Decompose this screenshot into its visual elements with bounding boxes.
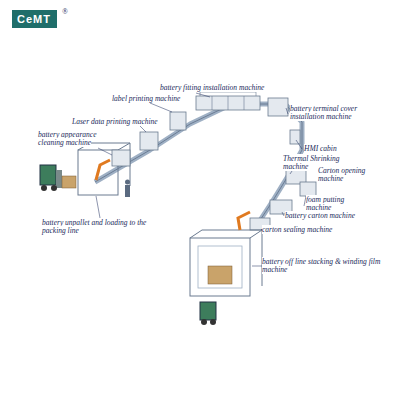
machine-label: Laser data printing machine — [72, 118, 158, 126]
machine-label: battery fitting installation machine — [160, 84, 264, 92]
label-text: battery unpallet and loading to the pack… — [42, 218, 146, 235]
label-text: Laser data printing machine — [72, 117, 158, 126]
machine-label: Carton opening machine — [318, 167, 372, 183]
logo-text: CeMT — [17, 13, 52, 25]
machine-label: battery unpallet and loading to the pack… — [42, 219, 154, 235]
label-text: carton sealing machine — [262, 225, 332, 234]
label-text: battery fitting installation machine — [160, 83, 264, 92]
label-text: label printing machine — [112, 94, 180, 103]
label-text: battery off line stacking & winding film… — [262, 257, 380, 274]
machine-label: HMI cabin — [304, 145, 337, 153]
label-text: battery terminal cover installation mach… — [290, 104, 357, 121]
machine-label: carton sealing machine — [262, 226, 332, 234]
machine-label: foam putting machine — [306, 196, 352, 212]
label-text: Carton opening machine — [318, 166, 365, 183]
label-text: ® — [62, 7, 68, 16]
machine-label: battery terminal cover installation mach… — [290, 105, 372, 121]
machine-label: battery off line stacking & winding film… — [262, 258, 386, 274]
machine-label: battery appearance cleaning machine — [38, 131, 104, 147]
label-text: foam putting machine — [306, 195, 344, 212]
label-text: battery appearance cleaning machine — [38, 130, 97, 147]
trademark-mark: ® — [62, 8, 68, 16]
machine-label: battery carton machine — [285, 212, 355, 220]
label-text: battery carton machine — [285, 211, 355, 220]
label-text: HMI cabin — [304, 144, 337, 153]
logo-box: CeMT — [12, 10, 57, 28]
machine-label: label printing machine — [112, 95, 180, 103]
